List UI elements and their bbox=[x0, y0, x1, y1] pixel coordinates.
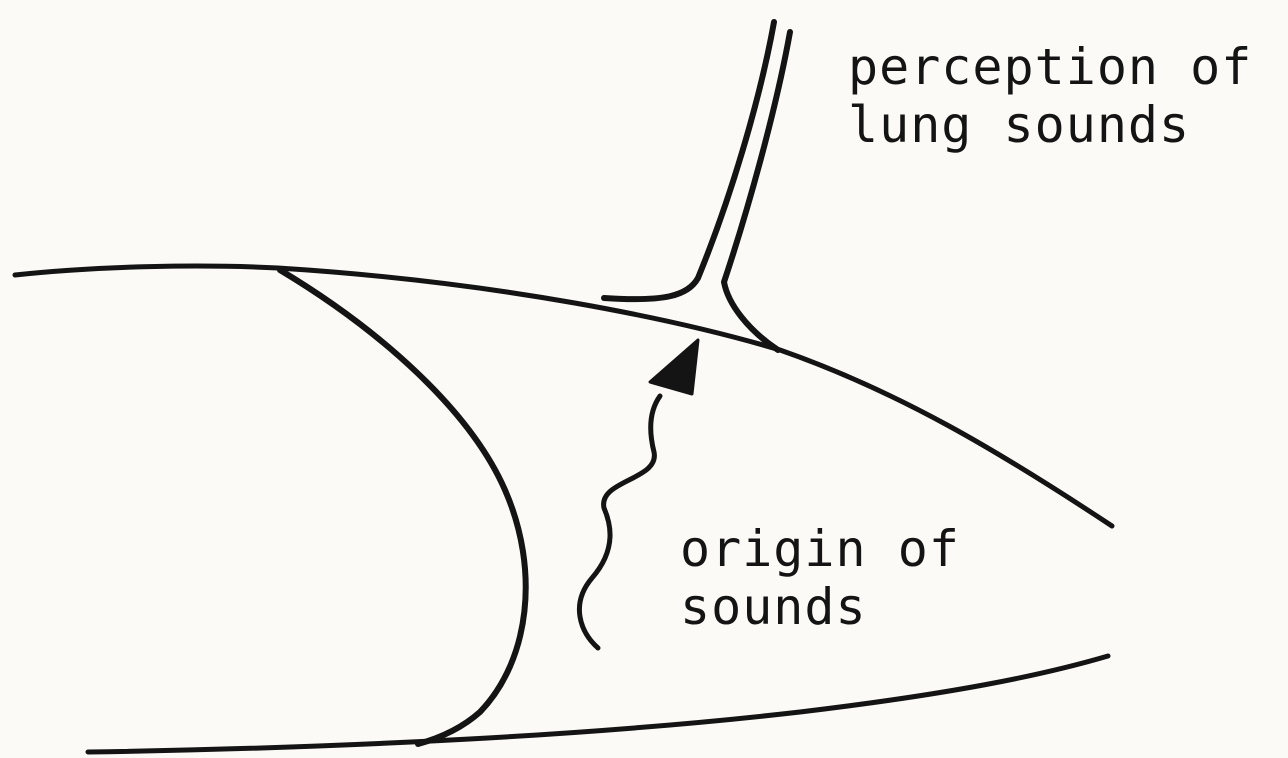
sound-wave-path bbox=[579, 396, 660, 648]
stethoscope-tube-right bbox=[724, 32, 790, 350]
origin-label-line1: origin of bbox=[680, 520, 960, 578]
sound-arrow-head bbox=[650, 340, 698, 394]
perception-label-line1: perception of bbox=[848, 38, 1252, 96]
perception-label: perception of lung sounds bbox=[848, 38, 1252, 154]
upper-body-contour bbox=[15, 266, 1112, 526]
origin-label: origin of sounds bbox=[680, 520, 960, 636]
perception-label-line2: lung sounds bbox=[848, 96, 1252, 154]
stethoscope-tube-left bbox=[604, 22, 774, 299]
lung-boundary-curve bbox=[280, 270, 526, 744]
lower-body-contour bbox=[88, 656, 1108, 752]
origin-label-line2: sounds bbox=[680, 578, 960, 636]
